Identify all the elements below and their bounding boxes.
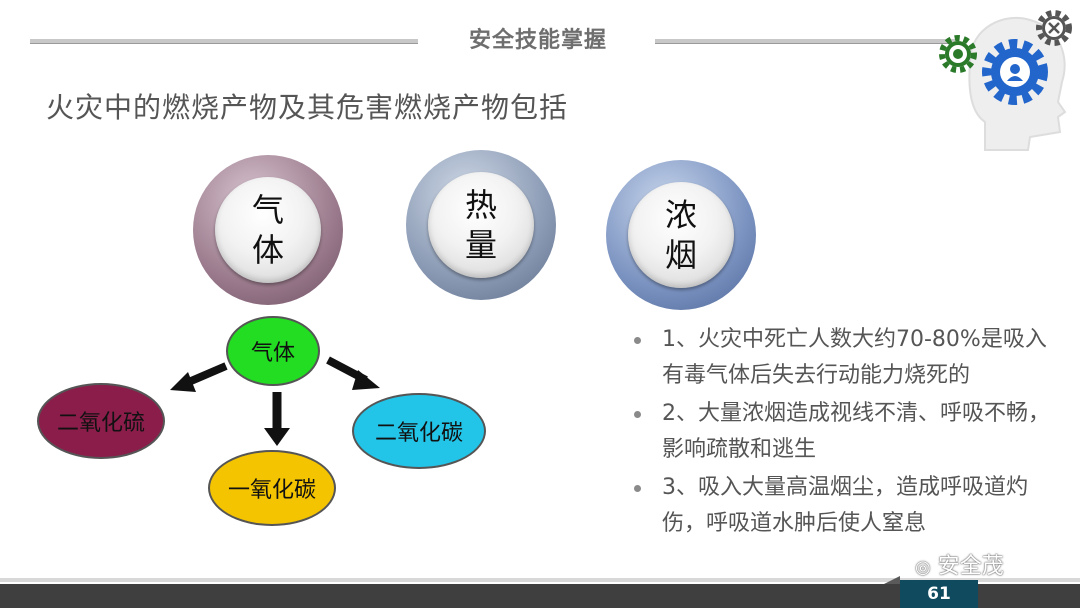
watermark-text: ◎ 安全茂	[915, 554, 1004, 579]
head-gears-icon	[939, 10, 1072, 151]
bullet-dot-icon	[634, 411, 641, 418]
carbon-monoxide-ellipse: 一氧化碳	[208, 450, 336, 526]
footer-rule	[0, 578, 1080, 582]
gas-center-ellipse: 气体	[226, 316, 320, 386]
header-rule-right	[655, 39, 955, 44]
wechat-icon: ◎	[915, 557, 931, 578]
category-smoke-label: 浓烟	[628, 182, 734, 288]
arrow-right-icon	[326, 356, 380, 390]
sulfur-dioxide-ellipse: 二氧化硫	[37, 383, 165, 459]
header-rule-left	[30, 39, 418, 44]
bullet-item: 3、吸入大量高温烟尘，造成呼吸道灼伤，呼吸道水肿后使人窒息	[628, 470, 1058, 542]
bullet-dot-icon	[634, 337, 641, 344]
bullet-item: 1、火灾中死亡人数大约70-80%是吸入有毒气体后失去行动能力烧死的	[628, 322, 1058, 394]
carbon-dioxide-ellipse: 二氧化碳	[352, 393, 486, 469]
category-gas-circle: 气体	[193, 155, 343, 305]
chat-gear-icon	[939, 35, 977, 73]
bullet-item: 2、大量浓烟造成视线不清、呼吸不畅，影响疏散和逃生	[628, 396, 1058, 468]
hazard-bullet-list: 1、火灾中死亡人数大约70-80%是吸入有毒气体后失去行动能力烧死的 2、大量浓…	[628, 322, 1058, 544]
category-heat-circle: 热量	[406, 150, 556, 300]
arrow-left-icon	[170, 362, 228, 392]
arrow-down-icon	[264, 392, 290, 446]
category-gas-label: 气体	[215, 177, 321, 283]
footer-triangle-icon	[884, 576, 900, 584]
category-heat-label: 热量	[428, 172, 534, 278]
category-smoke-circle: 浓烟	[606, 160, 756, 310]
person-gear-icon	[982, 39, 1048, 105]
diagram-arrows	[170, 356, 380, 446]
bullet-dot-icon	[634, 485, 641, 492]
header-title: 安全技能掌握	[468, 28, 607, 53]
page-number: 61	[900, 580, 978, 608]
slide-subtitle: 火灾中的燃烧产物及其危害燃烧产物包括	[46, 91, 569, 124]
tools-gear-icon	[1036, 10, 1072, 46]
